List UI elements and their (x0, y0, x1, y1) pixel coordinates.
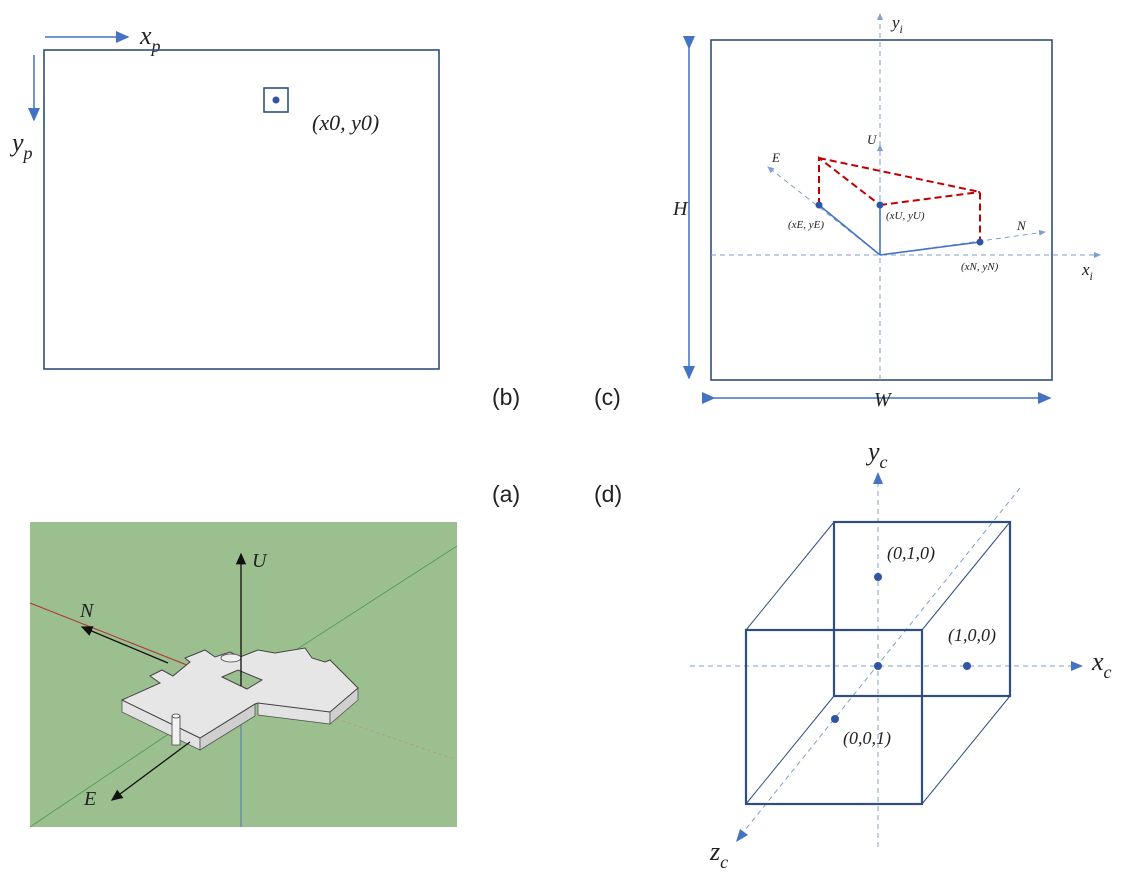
panel-label-d: (d) (594, 481, 622, 507)
point-u-label: (xU, yU) (886, 210, 925, 222)
e-label: E (771, 150, 780, 165)
height-label: H (672, 198, 689, 220)
a-east-label: E (83, 788, 96, 810)
cube-edge-bl (745, 695, 835, 805)
red-projection-lines (818, 155, 981, 242)
point-n-label: (xN, yN) (961, 261, 999, 273)
point-100 (963, 662, 971, 670)
xp-label: xp (139, 21, 161, 56)
slab-model (120, 647, 359, 751)
zc-axis (740, 487, 1021, 836)
panel-label-b: (b) (492, 384, 520, 410)
n-vector (879, 241, 981, 256)
panel-b: xp yp (x0, y0) (9, 21, 440, 370)
panel-d: yc xc zc (0,1,0) (1,0,0) (0,0,1) (690, 437, 1112, 872)
width-label: W (874, 389, 893, 411)
point-010 (874, 573, 882, 581)
panel-label-a: (a) (492, 481, 520, 507)
n-label: N (1016, 218, 1027, 233)
panel-a: U N E (29, 522, 458, 828)
e-axis (767, 166, 881, 256)
cube-edge-tl (745, 521, 835, 631)
u-label: U (867, 132, 878, 147)
zc-label: zc (709, 837, 728, 872)
xc-arrowhead (1071, 661, 1083, 671)
cube-edge-br (921, 695, 1011, 805)
panel-label-c: (c) (594, 384, 621, 410)
label-001: (0,0,1) (843, 728, 891, 749)
point-label-x0y0: (x0, y0) (312, 110, 379, 135)
e-vector (818, 204, 881, 256)
pixel-box (263, 87, 289, 113)
point-u (876, 201, 884, 209)
a-up-label: U (252, 550, 268, 572)
yp-label: yp (9, 128, 33, 163)
label-100: (1,0,0) (948, 625, 996, 646)
panel-c: yi xi H W E N U (xE, yE) (xU, yU) (xN, y… (672, 13, 1101, 411)
xi-label: xi (1081, 260, 1093, 283)
yc-label: yc (865, 437, 888, 472)
xc-label: xc (1091, 647, 1112, 682)
point-e-label: (xE, yE) (788, 219, 824, 231)
north-arrow (80, 626, 169, 664)
yc-arrowhead (873, 472, 883, 484)
east-arrow (110, 741, 191, 801)
point-e (815, 201, 823, 209)
pixel-point (272, 96, 280, 104)
point-001 (831, 715, 839, 723)
yi-label: yi (890, 13, 903, 36)
a-north-label: N (79, 600, 95, 622)
cube-edge-tr (921, 521, 1011, 631)
point-n (976, 238, 984, 246)
label-010: (0,1,0) (887, 543, 935, 564)
image-frame-b (43, 49, 440, 370)
cube-front-face (744, 628, 924, 806)
zc-arrowhead (736, 829, 748, 842)
point-origin (874, 662, 882, 670)
image-frame-c (710, 39, 1053, 381)
